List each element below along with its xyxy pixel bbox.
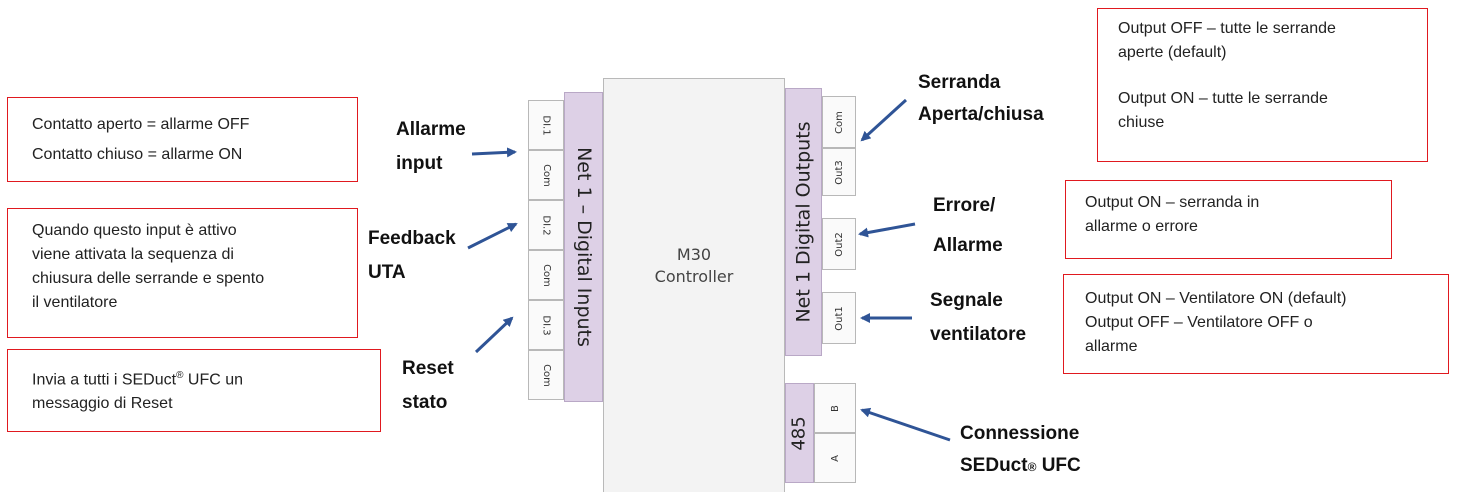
terminal-di3: DI.3 bbox=[528, 300, 564, 350]
digital-inputs-strip: Net 1 – Digital Inputs bbox=[564, 92, 603, 402]
terminal-com-2: Com bbox=[528, 250, 564, 300]
terminal-out2: Out2 bbox=[822, 218, 856, 270]
note-errore-output: Output ON – serranda in allarme o errore bbox=[1065, 180, 1392, 259]
terminal-out3: Out3 bbox=[822, 148, 856, 196]
controller-model: M30 bbox=[676, 245, 712, 264]
terminal-out1: Out1 bbox=[822, 292, 856, 344]
terminal-di2: DI.2 bbox=[528, 200, 564, 250]
terminal-out-com: Com bbox=[822, 96, 856, 148]
arrow-feedback bbox=[467, 222, 518, 250]
terminal-485-b: B bbox=[814, 383, 856, 433]
terminal-485-a: A bbox=[814, 433, 856, 483]
digital-outputs-strip: Net 1 Digital Outputs bbox=[785, 88, 822, 356]
controller-title: M30 Controller bbox=[603, 244, 785, 288]
note-contatto: Contatto aperto = allarme OFF Contatto c… bbox=[7, 97, 358, 182]
arrow-serranda bbox=[860, 98, 908, 142]
controller-subtitle: Controller bbox=[654, 267, 734, 286]
arrow-reset bbox=[474, 316, 514, 354]
m30-controller bbox=[603, 78, 785, 492]
terminal-com-3: Com bbox=[528, 350, 564, 400]
label-errore-allarme: Errore/Allarme bbox=[933, 195, 1003, 256]
arrow-connessione bbox=[860, 407, 951, 442]
terminal-di1: DI.1 bbox=[528, 100, 564, 150]
note-quando: Quando questo input è attivo viene attiv… bbox=[7, 208, 358, 338]
note-ventilatore-output: Output ON – Ventilatore ON (default) Out… bbox=[1063, 274, 1449, 374]
note-invia: Invia a tutti i SEDuct® UFC un messaggio… bbox=[7, 349, 381, 432]
label-connessione: Connessione SEDuct® UFC bbox=[960, 423, 1081, 476]
terminal-com-1: Com bbox=[528, 150, 564, 200]
arrow-errore bbox=[858, 222, 916, 238]
note-output-serrande: Output OFF – tutte le serrande aperte (d… bbox=[1097, 8, 1428, 162]
rs485-strip: 485 bbox=[785, 383, 814, 483]
arrow-allarme bbox=[471, 147, 517, 158]
